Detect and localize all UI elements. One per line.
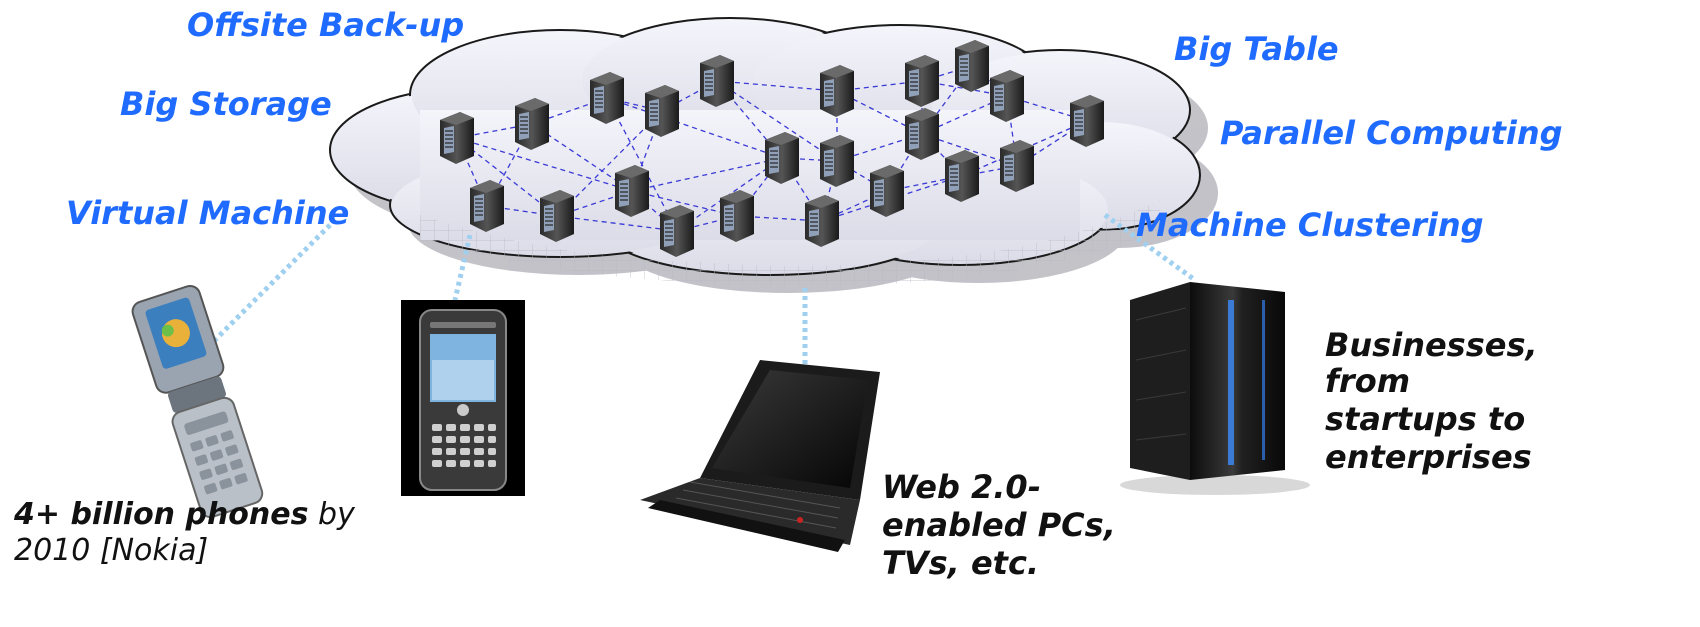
caption-biz-line3: startups to <box>1325 400 1525 438</box>
mesh-link <box>836 90 923 135</box>
server-icon <box>989 69 1025 123</box>
server-icon <box>904 54 940 108</box>
caption-biz-line1: Businesses, <box>1325 326 1538 364</box>
device-links <box>203 212 1197 375</box>
server-icon <box>904 107 940 161</box>
server-icon <box>644 84 680 138</box>
server-icon <box>539 189 575 243</box>
server-icon <box>469 179 505 233</box>
caption-phones: 4+ billion phones by 2010 [Nokia] <box>13 497 356 568</box>
rack-server-image <box>1120 282 1310 495</box>
mesh-link <box>556 215 678 232</box>
caption-phones-year: 2010 [Nokia] <box>14 533 208 568</box>
server-icon <box>954 39 990 93</box>
server-icon <box>1069 94 1105 148</box>
label-offsite-backup: Offsite Back-up <box>187 6 464 44</box>
label-parallel-computing: Parallel Computing <box>1220 114 1563 152</box>
caption-biz-line4: enterprises <box>1325 438 1532 476</box>
server-icon <box>819 134 855 188</box>
mesh-link <box>631 157 783 192</box>
mesh-link <box>486 123 533 207</box>
caption-biz-line2: from <box>1325 362 1410 400</box>
mesh-link <box>556 110 663 217</box>
label-machine-clustering: Machine Clustering <box>1136 206 1484 244</box>
caption-phones-bold: 4+ billion phones <box>13 497 308 532</box>
caption-web: Web 2.0- enabled PCs, TVs, etc. <box>882 468 1116 582</box>
mesh-link <box>606 97 783 159</box>
server-icon <box>699 54 735 108</box>
caption-web-line1: Web 2.0- <box>882 468 1041 506</box>
caption-businesses: Businesses, from startups to enterprises <box>1325 326 1538 476</box>
mesh-link <box>456 137 633 192</box>
server-icon <box>944 149 980 203</box>
mesh-link <box>716 80 838 162</box>
server-icon <box>439 111 475 165</box>
server-icon <box>589 71 625 125</box>
mesh-link <box>606 97 678 232</box>
caption-phones-by: by <box>308 497 356 532</box>
label-big-storage: Big Storage <box>120 85 332 123</box>
smartphone-image <box>401 300 525 496</box>
label-big-table: Big Table <box>1174 30 1339 68</box>
flip-phone-image <box>131 284 264 519</box>
label-virtual-machine: Virtual Machine <box>66 194 349 232</box>
mesh-link <box>716 80 838 92</box>
svg-text:4+ billion phones by: 4+ billion phones by <box>13 497 356 532</box>
server-icon <box>764 131 800 185</box>
mesh-link <box>921 95 1008 135</box>
server-icon <box>999 139 1035 193</box>
server-icon <box>819 64 855 118</box>
server-icon <box>614 164 650 218</box>
server-icon <box>804 194 840 248</box>
caption-web-line2: enabled PCs, <box>882 506 1116 544</box>
mesh-link <box>961 120 1088 177</box>
server-icon <box>719 189 755 243</box>
server-icon <box>869 164 905 218</box>
server-icon <box>659 204 695 258</box>
server-icon <box>514 97 550 151</box>
laptop-image <box>640 360 880 552</box>
caption-web-line3: TVs, etc. <box>882 544 1039 582</box>
